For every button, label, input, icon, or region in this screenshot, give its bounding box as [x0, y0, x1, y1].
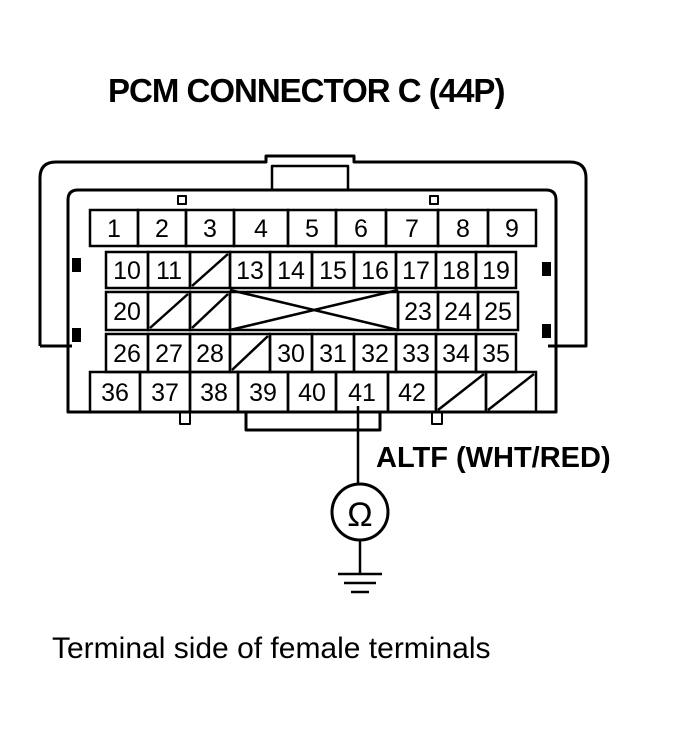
key-bottom-left [179, 411, 191, 425]
terminal-number: 34 [442, 340, 470, 368]
key-bottom-right [431, 411, 443, 425]
terminal-number: 5 [305, 215, 319, 243]
terminal-number: 27 [155, 340, 183, 368]
terminal-number: 41 [348, 379, 376, 407]
terminal-number: 24 [444, 298, 472, 326]
terminal-number: 15 [319, 257, 347, 285]
terminal-number: 26 [113, 340, 141, 368]
lug-right-top [542, 262, 551, 276]
terminal-number: 9 [505, 215, 519, 243]
ohmmeter-symbol: Ω [347, 496, 372, 534]
terminal-number: 11 [156, 257, 182, 285]
terminal-number: 14 [277, 257, 305, 285]
terminal-number: 36 [101, 379, 129, 407]
blank-terminal-slash [149, 293, 189, 329]
terminal-number: 19 [482, 257, 510, 285]
blank-block-x [229, 288, 399, 332]
blank-terminal-slash [231, 335, 269, 371]
terminal-number: 10 [113, 257, 141, 285]
terminal-number: 39 [249, 379, 277, 407]
terminal-number: 30 [277, 340, 305, 368]
blank-terminal-slash [487, 373, 535, 411]
blank-terminal-slash [191, 253, 229, 287]
terminal-number: 16 [361, 257, 389, 285]
terminal-number: 4 [254, 215, 268, 243]
terminal-number: 6 [354, 215, 368, 243]
terminal-number: 35 [482, 340, 510, 368]
terminal-number: 3 [203, 215, 217, 243]
terminal-number: 37 [151, 379, 179, 407]
key-top-right [429, 195, 439, 205]
terminal-number: 23 [404, 298, 432, 326]
wire-label: ALTF (WHT/RED) [376, 442, 611, 474]
connector-shell-outer [38, 154, 588, 348]
bottom-latch [244, 412, 382, 432]
terminal-cell [474, 250, 518, 290]
connector-housing [66, 188, 558, 414]
diagram-title: PCM CONNECTOR C (44P) [108, 72, 505, 109]
terminal-number: 18 [442, 257, 470, 285]
terminal-number: 33 [402, 340, 430, 368]
terminal-number: 13 [236, 257, 264, 285]
terminal-cell [476, 290, 520, 332]
terminal-number: 17 [402, 257, 430, 285]
terminal-number: 20 [113, 298, 141, 326]
terminal-number: 31 [319, 340, 347, 368]
terminal-number: 32 [361, 340, 389, 368]
terminal-number: 40 [298, 379, 326, 407]
blank-terminal-slash [437, 373, 485, 411]
lock-tab [270, 164, 350, 192]
diagram-caption: Terminal side of female terminals [52, 632, 491, 665]
terminal-number: 7 [405, 215, 419, 243]
key-top-left [177, 195, 187, 205]
terminal-number: 42 [398, 379, 426, 407]
terminal-number: 25 [484, 298, 512, 326]
blank-terminal-cell [484, 370, 538, 414]
blank-terminal-slash [191, 293, 229, 329]
lug-left-top [72, 258, 81, 272]
terminal-number: 28 [196, 340, 224, 368]
lug-left-bottom [72, 328, 81, 342]
terminal-cell [486, 208, 538, 248]
terminal-number: 8 [456, 215, 470, 243]
terminal-number: 2 [155, 215, 169, 243]
terminal-number: 1 [107, 215, 121, 243]
terminal-number: 38 [200, 379, 228, 407]
lug-right-bottom [542, 324, 551, 338]
